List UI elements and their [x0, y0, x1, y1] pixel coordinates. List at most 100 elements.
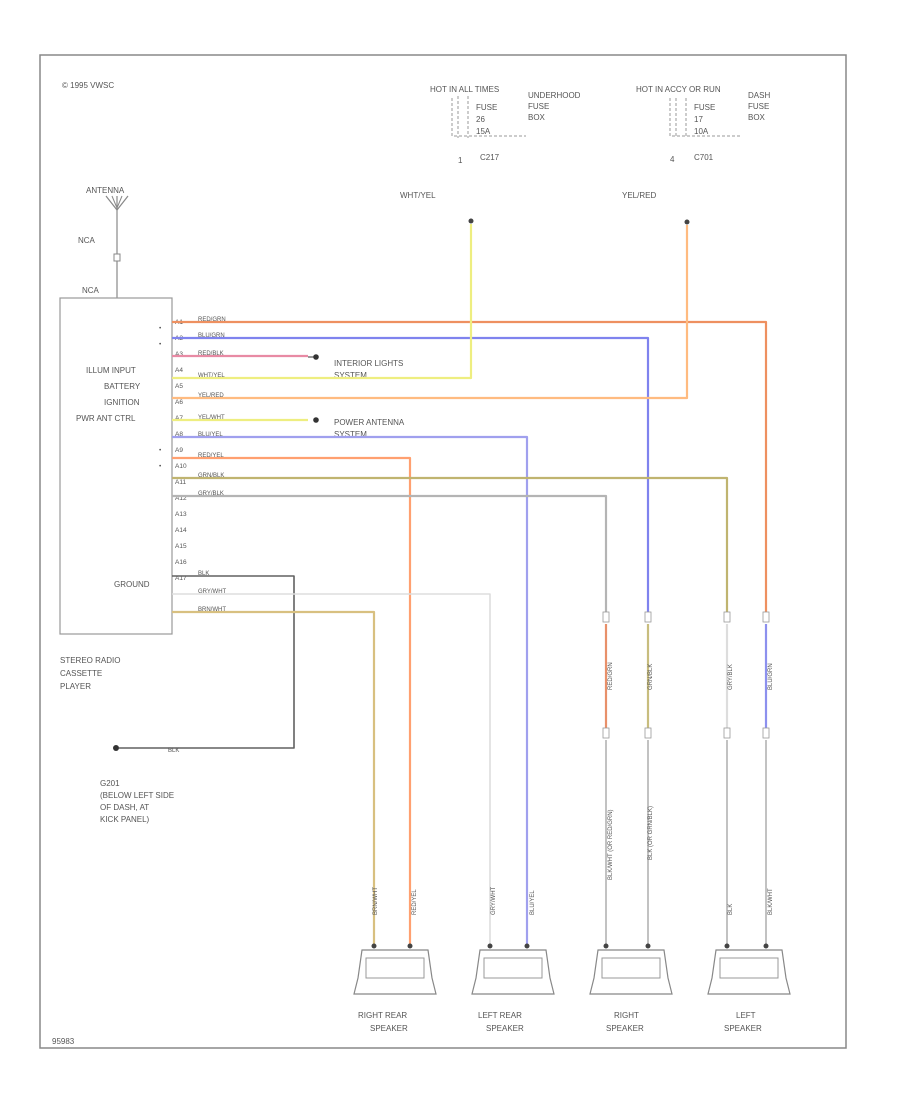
- radio-pin-17: A17: [175, 575, 187, 582]
- radio-pin-13: A13: [175, 511, 187, 518]
- connector-lf-b-bottom: [762, 727, 770, 739]
- radio-pin-12: A12: [175, 495, 187, 502]
- wire-yel-red: [172, 225, 689, 400]
- radio-pin-15: A15: [175, 543, 187, 550]
- fuse-2-fuse-label: FUSE: [694, 103, 715, 112]
- fuse-1-wire-label: WHT/YEL: [400, 191, 436, 200]
- fuse-1-fuse-label: FUSE: [476, 103, 497, 112]
- wire-label-blu-yel: BLU/YEL: [198, 432, 223, 438]
- fuse-2-pin: 4: [670, 155, 675, 164]
- fuse-2-number: 17: [694, 115, 703, 124]
- antenna-nca-lower: NCA: [82, 286, 100, 295]
- wire-label-yel-wht: YEL/WHT: [198, 415, 225, 421]
- ground-g201: BLK G201 (BELOW LEFT SIDE OF DASH, AT KI…: [100, 745, 179, 824]
- svg-text:•: •: [159, 325, 162, 332]
- speaker-terminal-7: [724, 943, 730, 949]
- connector-rf-a-bottom: [602, 727, 610, 739]
- rf-lower-2: BLK (OR GRN/BLK): [648, 806, 654, 860]
- wire-label-red-blk: RED/BLK: [198, 351, 224, 357]
- wire-red-yel: [172, 456, 412, 944]
- fuse-2-connector: C701: [694, 153, 714, 162]
- speaker-left-line2: SPEAKER: [724, 1024, 762, 1033]
- label-battery: BATTERY: [104, 382, 141, 391]
- lf-upper-1: GRY/BLK: [728, 664, 734, 690]
- speaker-left-rear-line1: LEFT REAR: [478, 1011, 522, 1020]
- wire-label-brn-wht: BRN/WHT: [198, 607, 226, 613]
- fuse-2-hot-label: HOT IN ACCY OR RUN: [636, 85, 721, 94]
- speaker-right-rear-line1: RIGHT REAR: [358, 1011, 407, 1020]
- wire-label-blu-grn: BLU/GRN: [198, 333, 225, 339]
- speaker-right-rear-line2: SPEAKER: [370, 1024, 408, 1033]
- wire-labels: RED/GRNBLU/GRNRED/BLKWHT/YELYEL/REDYEL/W…: [198, 317, 227, 613]
- radio-pin-10: A10: [175, 463, 187, 470]
- wire-gry-wht: [172, 593, 491, 944]
- wire-label-gry-blk: GRY/BLK: [198, 491, 224, 497]
- radio-pin-dots: • • • •: [159, 325, 162, 470]
- rr-2: RED/YEL: [412, 889, 418, 915]
- lr-2: BLU/YEL: [530, 890, 536, 915]
- antenna-nca-upper: NCA: [78, 236, 96, 245]
- svg-text:•: •: [159, 463, 162, 470]
- ground-desc-3: KICK PANEL): [100, 815, 150, 824]
- speaker-right-line1: RIGHT: [614, 1011, 639, 1020]
- connector-lf-b-top: [762, 611, 770, 623]
- wire-label-red-grn: RED/GRN: [198, 317, 226, 323]
- label-ground: GROUND: [114, 580, 150, 589]
- radio-pin-11: A11: [175, 479, 186, 486]
- lr-1: GRY/WHT: [491, 886, 497, 915]
- radio-pin-8: A8: [175, 431, 183, 438]
- radio-name: STEREO RADIO CASSETTE PLAYER: [60, 656, 120, 691]
- speaker-terminal-2: [407, 943, 413, 949]
- ground-wire-label: BLK: [168, 748, 179, 754]
- rf-lower-1: BLK/WHT (OR RED/GRN): [608, 809, 614, 880]
- speaker-right: RIGHT SPEAKER: [589, 949, 673, 1033]
- wire-label-gry-wht: GRY/WHT: [198, 589, 227, 595]
- radio-pin-5: A5: [175, 383, 183, 390]
- wire-grn-blk: [172, 476, 729, 616]
- label-pwr-ant-ctrl: PWR ANT CTRL: [76, 414, 136, 423]
- speaker-terminal-6: [645, 943, 651, 949]
- connector-lf-a-bottom: [723, 727, 731, 739]
- wire-wht-yel: [172, 224, 473, 380]
- fuse-2-wire-label: YEL/RED: [622, 191, 656, 200]
- radio-unit: [59, 297, 173, 635]
- rf-upper-1: RED/GRN: [608, 662, 614, 690]
- radio-pin-7: A7: [175, 415, 183, 422]
- label-illum-input: ILLUM INPUT: [86, 366, 136, 375]
- wire-label-yel-red: YEL/RED: [198, 393, 224, 399]
- antenna-label: ANTENNA: [86, 186, 125, 195]
- figure-id: 95983: [52, 1037, 75, 1046]
- speaker-left-line1: LEFT: [736, 1011, 756, 1020]
- wire-red-grn: [172, 320, 768, 616]
- wire-blu-yel: [172, 435, 529, 944]
- lf-lower-1: BLK: [728, 904, 734, 915]
- fuse-1-pin: 1: [458, 156, 463, 165]
- fuse-1-number: 26: [476, 115, 485, 124]
- wire-gry-blk: [172, 494, 608, 616]
- speaker-terminal-1: [371, 943, 377, 949]
- fuse-1-amps: 15A: [476, 127, 491, 136]
- radio-pin-4: A4: [175, 367, 183, 374]
- wire-label-grn-blk: GRN/BLK: [198, 473, 224, 479]
- speaker-right-rear: RIGHT REAR SPEAKER: [353, 949, 437, 1033]
- radio-pin-14: A14: [175, 527, 187, 534]
- radio-function-labels: ILLUM INPUT BATTERY IGNITION PWR ANT CTR…: [76, 366, 150, 589]
- copyright-text: © 1995 VWSC: [62, 81, 114, 90]
- svg-text:•: •: [159, 447, 162, 454]
- speaker-terminal-4: [524, 943, 530, 949]
- radio-pin-3: A3: [175, 351, 183, 358]
- speaker-right-line2: SPEAKER: [606, 1024, 644, 1033]
- wire-label-red-yel: RED/YEL: [198, 453, 224, 459]
- wire-label-blk: BLK: [198, 571, 209, 577]
- radio-name-line-2: CASSETTE: [60, 669, 102, 678]
- wire-harness: [119, 224, 770, 949]
- speaker-left: LEFT SPEAKER: [707, 949, 791, 1033]
